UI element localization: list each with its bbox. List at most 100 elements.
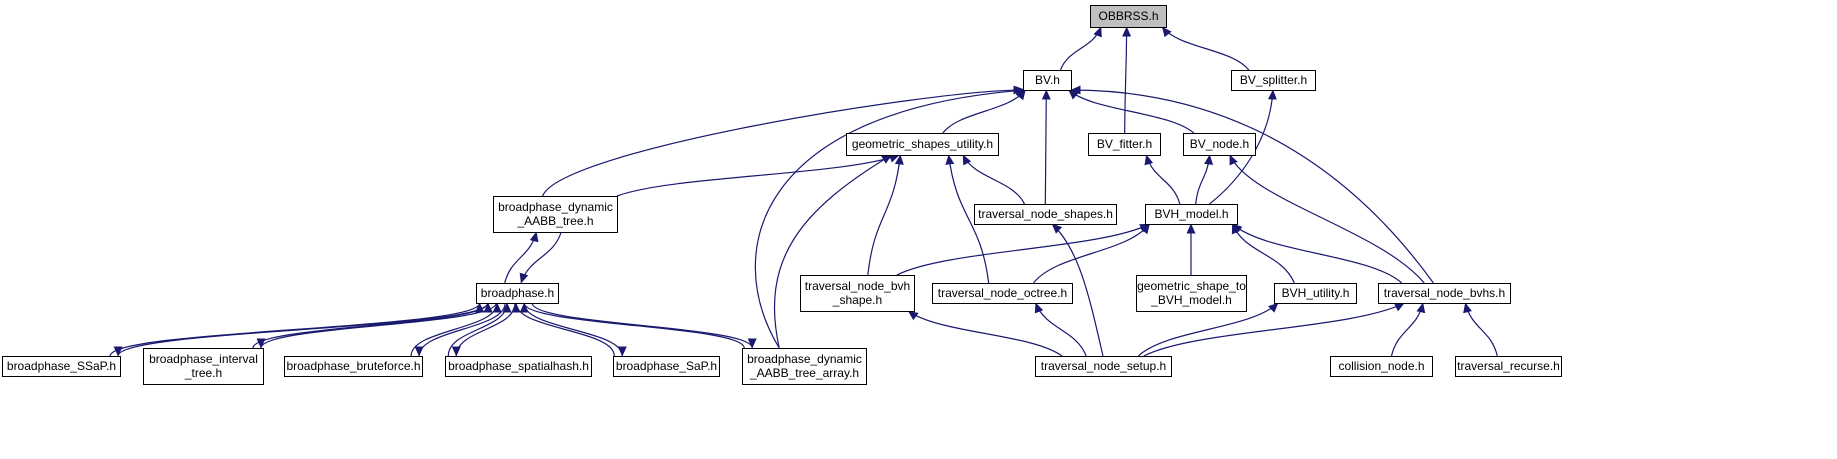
- node-bv_fitter[interactable]: BV_fitter.h: [1088, 133, 1161, 156]
- node-box: [974, 204, 1117, 225]
- node-traversal_node_shapes[interactable]: traversal_node_shapes.h: [974, 204, 1117, 225]
- node-label: broadphase_SSaP.h: [7, 359, 116, 373]
- node-label: traversal_node_bvh: [805, 279, 910, 293]
- node-broadphase_dynamic_aabb_tree_array[interactable]: broadphase_dynamic_AABB_tree_array.h: [742, 348, 867, 385]
- node-label: BV_splitter.h: [1240, 73, 1307, 87]
- node-traversal_node_setup[interactable]: traversal_node_setup.h: [1035, 356, 1172, 377]
- edge-bvh_model-to-bv_fitter: [1144, 154, 1181, 205]
- node-label: traversal_node_shapes.h: [978, 207, 1113, 221]
- node-obbrss[interactable]: OBBRSS.h: [1090, 5, 1167, 28]
- node-label: collision_node.h: [1338, 359, 1424, 373]
- node-bv[interactable]: BV.h: [1023, 70, 1072, 91]
- node-box: [143, 348, 264, 385]
- edge-broadphase_sap-to-broadphase: [511, 302, 615, 357]
- node-label: _tree.h: [184, 366, 222, 380]
- node-broadphase_dynamic_aabb_tree[interactable]: broadphase_dynamic_AABB_tree.h: [493, 196, 618, 233]
- node-label: traversal_node_setup.h: [1041, 359, 1166, 373]
- node-box: [1090, 5, 1167, 28]
- node-box: [613, 356, 720, 377]
- node-box: [1330, 356, 1433, 377]
- node-bvh_model[interactable]: BVH_model.h: [1145, 204, 1238, 225]
- node-box: [1145, 204, 1238, 225]
- edge-broadphase-to-broadphase_dynamic_aabb_tree_array: [531, 302, 757, 349]
- edge-traversal_node_octree-to-bvh_model: [1033, 223, 1151, 284]
- node-label: traversal_node_bvhs.h: [1384, 286, 1505, 300]
- node-box: [284, 356, 423, 377]
- edge-traversal_node_bvh_shape-to-geometric_shapes_utility: [867, 154, 904, 276]
- node-label: traversal_recurse.h: [1457, 359, 1560, 373]
- node-box: [1088, 133, 1161, 156]
- edge-traversal_node_octree-to-geometric_shapes_utility: [945, 154, 990, 284]
- edge-broadphase_dynamic_aabb_tree-to-broadphase: [519, 231, 562, 284]
- edge-traversal_node_bvhs-to-bv_node: [1229, 154, 1425, 284]
- node-label: broadphase_interval: [149, 352, 258, 366]
- edge-bv_fitter-to-obbrss: [1122, 26, 1132, 134]
- node-layer: OBBRSS.hBV.h BV_splitter.h geometric_shape…: [2, 5, 1562, 385]
- node-box: [1231, 70, 1316, 91]
- node-broadphase_spatialhash[interactable]: broadphase_spatialhash.h: [445, 356, 592, 377]
- node-label: BVH_utility.h: [1282, 286, 1350, 300]
- edge-geometric_shapes_utility-to-bv: [942, 89, 1026, 134]
- node-label: _AABB_tree_array.h: [749, 366, 859, 380]
- edge-traversal_node_setup-to-traversal_node_bvh_shape: [907, 310, 1063, 357]
- node-traversal_node_octree[interactable]: traversal_node_octree.h: [932, 283, 1073, 304]
- edge-broadphase-to-broadphase_interval_tree: [256, 302, 497, 349]
- node-label: BV_fitter.h: [1097, 137, 1152, 151]
- node-broadphase[interactable]: broadphase.h: [476, 283, 559, 304]
- node-box: [742, 348, 867, 385]
- edge-traversal_recurse-to-traversal_node_bvhs: [1463, 302, 1498, 357]
- node-geometric_shape_to_bvh_model[interactable]: geometric_shape_to_BVH_model.h: [1136, 275, 1247, 312]
- node-bv_splitter[interactable]: BV_splitter.h: [1231, 70, 1316, 91]
- node-box: [1023, 70, 1072, 91]
- edge-traversal_node_setup-to-traversal_node_bvhs: [1143, 302, 1405, 357]
- edge-traversal_node_bvhs-to-bv: [1070, 85, 1434, 284]
- node-broadphase_ssap[interactable]: broadphase_SSaP.h: [2, 356, 121, 377]
- node-box: [846, 133, 999, 156]
- node-traversal_node_bvhs[interactable]: traversal_node_bvhs.h: [1378, 283, 1511, 304]
- node-box: [932, 283, 1073, 304]
- edge-bvh_utility-to-bvh_model: [1231, 223, 1295, 284]
- edge-traversal_node_shapes-to-bv: [1041, 89, 1051, 205]
- node-label: broadphase_dynamic: [498, 200, 613, 214]
- node-label: broadphase_dynamic: [747, 352, 862, 366]
- node-box: [1035, 356, 1172, 377]
- edge-bv-to-obbrss: [1059, 26, 1102, 71]
- edge-broadphase_dynamic_aabb_tree_array-to-broadphase: [519, 302, 745, 349]
- edge-broadphase_dynamic_aabb_tree_array-to-bv: [754, 86, 1026, 349]
- edge-broadphase_interval_tree-to-broadphase: [252, 302, 493, 349]
- edge-collision_node-to-traversal_node_bvhs: [1390, 302, 1426, 357]
- node-label: BV.h: [1035, 73, 1060, 87]
- node-box: [445, 356, 592, 377]
- edge-bv_splitter-to-obbrss: [1161, 26, 1250, 71]
- edge-traversal_node_shapes-to-geometric_shapes_utility: [962, 154, 1026, 205]
- node-traversal_recurse[interactable]: traversal_recurse.h: [1455, 356, 1562, 377]
- edge-broadphase-to-broadphase_sap: [523, 302, 627, 357]
- edge-broadphase_dynamic_aabb_tree-to-geometric_shapes_utility: [616, 154, 900, 197]
- node-label: broadphase_spatialhash.h: [448, 359, 589, 373]
- node-collision_node[interactable]: collision_node.h: [1330, 356, 1433, 377]
- edge-bvh_model-to-bv_splitter: [1209, 89, 1277, 205]
- node-box: [1455, 356, 1562, 377]
- node-broadphase_interval_tree[interactable]: broadphase_interval_tree.h: [143, 348, 264, 385]
- node-broadphase_sap[interactable]: broadphase_SaP.h: [613, 356, 720, 377]
- node-box: [2, 356, 121, 377]
- node-box: [493, 196, 618, 233]
- node-label: _AABB_tree.h: [516, 214, 593, 228]
- node-geometric_shapes_utility[interactable]: geometric_shapes_utility.h: [846, 133, 999, 156]
- node-label: BV_node.h: [1190, 137, 1249, 151]
- edge-layer: [109, 26, 1498, 357]
- node-label: BVH_model.h: [1154, 207, 1228, 221]
- edge-traversal_node_bvhs-to-bvh_model: [1232, 223, 1403, 284]
- edge-traversal_node_bvh_shape-to-bvh_model: [896, 223, 1151, 276]
- node-traversal_node_bvh_shape[interactable]: traversal_node_bvh_shape.h: [800, 275, 915, 312]
- node-bv_node[interactable]: BV_node.h: [1183, 133, 1256, 156]
- node-box: [476, 283, 559, 304]
- node-label: broadphase_bruteforce.h: [286, 359, 420, 373]
- node-bvh_utility[interactable]: BVH_utility.h: [1274, 283, 1357, 304]
- node-broadphase_bruteforce[interactable]: broadphase_bruteforce.h: [284, 356, 423, 377]
- edge-broadphase-to-broadphase_dynamic_aabb_tree: [504, 231, 539, 284]
- node-box: [1378, 283, 1511, 304]
- edge-broadphase-to-broadphase_bruteforce: [414, 302, 506, 357]
- node-box: [1183, 133, 1256, 156]
